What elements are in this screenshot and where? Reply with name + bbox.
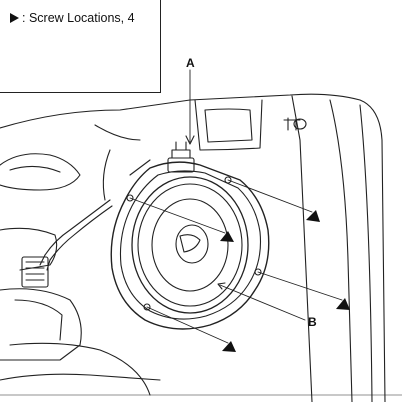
screw-marker-4: [222, 341, 236, 352]
callout-b: B: [308, 315, 317, 329]
triangle-pointer-icon: [10, 13, 19, 23]
legend-label: : Screw Locations, 4: [10, 11, 135, 25]
screw-markers: [220, 210, 350, 352]
legend-box: : Screw Locations, 4: [0, 0, 161, 93]
screw-marker-1: [306, 210, 320, 222]
callout-a: A: [186, 56, 195, 70]
legend-text: : Screw Locations, 4: [22, 11, 135, 25]
screw-marker-3: [336, 298, 350, 310]
screw-marker-2: [220, 231, 234, 242]
